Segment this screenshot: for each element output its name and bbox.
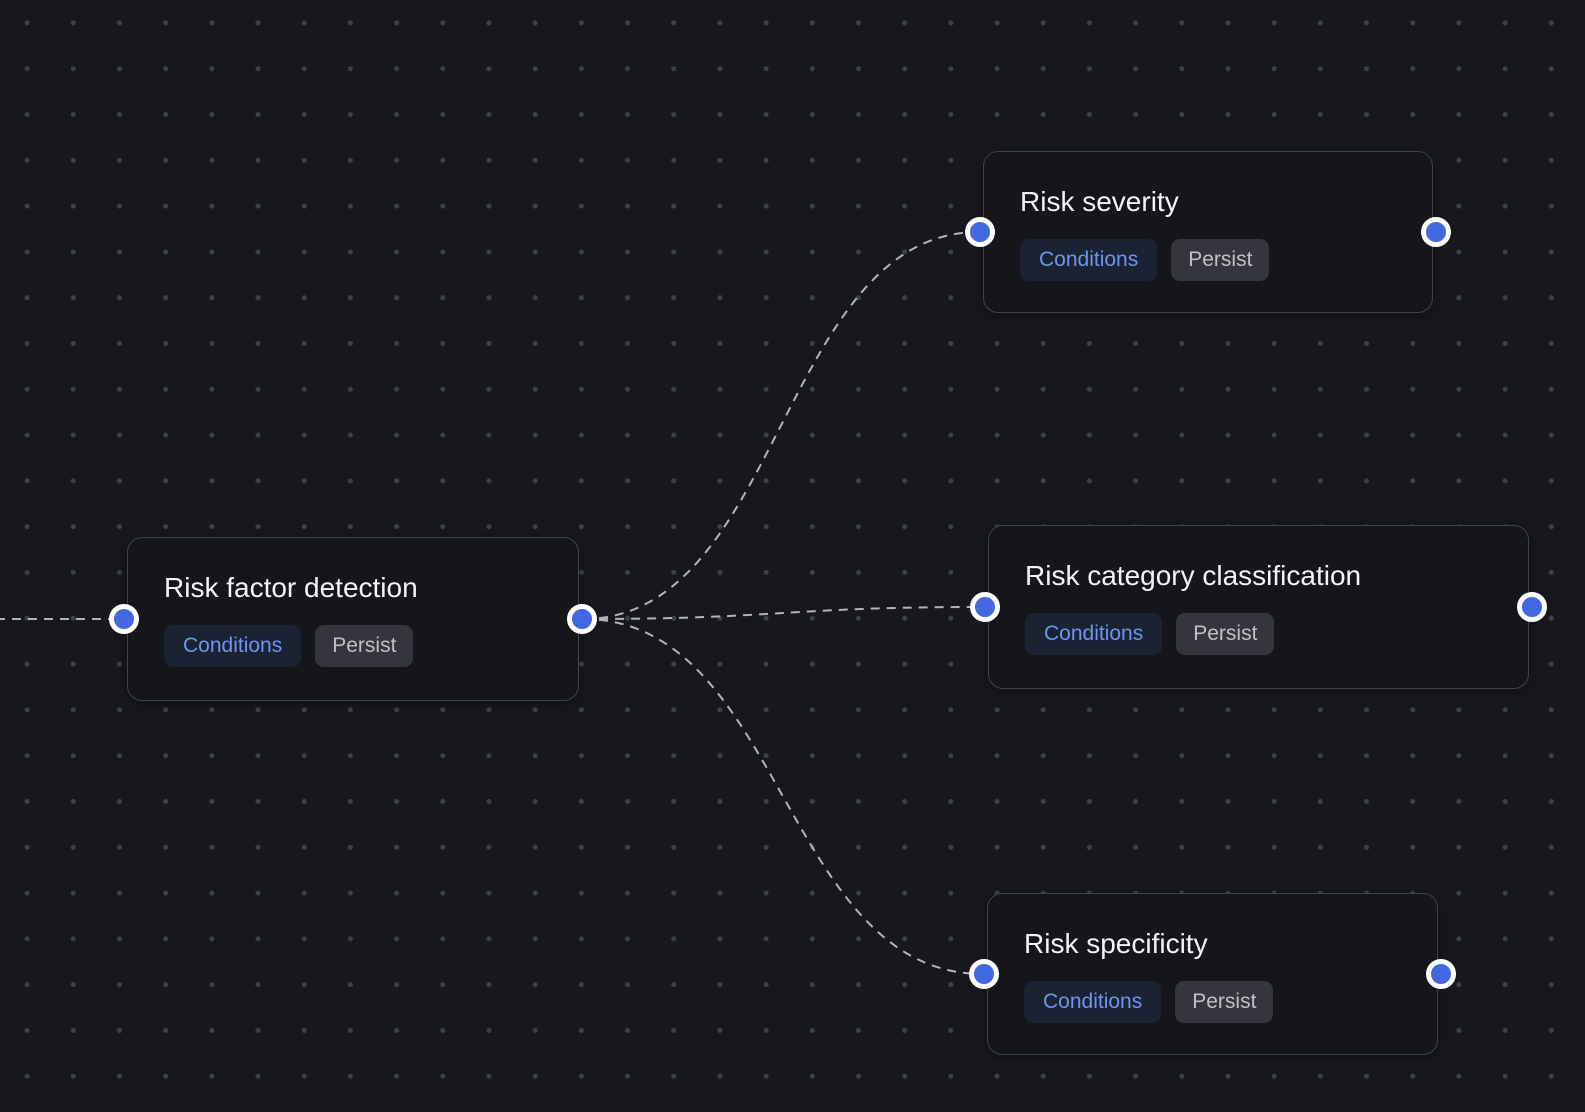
input-port[interactable] bbox=[965, 217, 995, 247]
input-port[interactable] bbox=[970, 592, 1000, 622]
conditions-badge[interactable]: Conditions bbox=[1020, 239, 1158, 281]
badge-row: Conditions Persist bbox=[1025, 613, 1492, 655]
output-port[interactable] bbox=[1426, 959, 1456, 989]
conditions-badge[interactable]: Conditions bbox=[164, 625, 302, 667]
node-risk-factor-detection[interactable]: Risk factor detection Conditions Persist bbox=[109, 537, 597, 701]
node-title: Risk category classification bbox=[1025, 560, 1362, 591]
edge-risk-factor-detection-to-risk-specificity[interactable] bbox=[582, 618, 984, 975]
conditions-badge[interactable]: Conditions bbox=[1024, 981, 1162, 1023]
badge-row: Conditions Persist bbox=[164, 625, 542, 667]
node-risk-category-classification[interactable]: Risk category classification Conditions … bbox=[970, 525, 1547, 689]
conditions-badge[interactable]: Conditions bbox=[1025, 613, 1163, 655]
node-title: Risk factor detection bbox=[164, 572, 418, 603]
badge-row: Conditions Persist bbox=[1024, 981, 1401, 1023]
persist-badge[interactable]: Persist bbox=[315, 625, 414, 667]
edge-risk-factor-detection-to-risk-severity[interactable] bbox=[582, 231, 980, 620]
input-port[interactable] bbox=[969, 959, 999, 989]
output-port[interactable] bbox=[567, 604, 597, 634]
persist-badge[interactable]: Persist bbox=[1176, 613, 1275, 655]
edge-risk-factor-detection-to-risk-category-classification[interactable] bbox=[582, 606, 985, 620]
node-risk-specificity[interactable]: Risk specificity Conditions Persist bbox=[969, 893, 1456, 1055]
node-title: Risk severity bbox=[1020, 186, 1179, 217]
output-port[interactable] bbox=[1421, 217, 1451, 247]
badge-row: Conditions Persist bbox=[1020, 239, 1396, 281]
output-port[interactable] bbox=[1517, 592, 1547, 622]
persist-badge[interactable]: Persist bbox=[1175, 981, 1274, 1023]
input-port[interactable] bbox=[109, 604, 139, 634]
node-risk-severity[interactable]: Risk severity Conditions Persist bbox=[965, 151, 1451, 313]
node-title: Risk specificity bbox=[1024, 928, 1208, 959]
persist-badge[interactable]: Persist bbox=[1171, 239, 1270, 281]
